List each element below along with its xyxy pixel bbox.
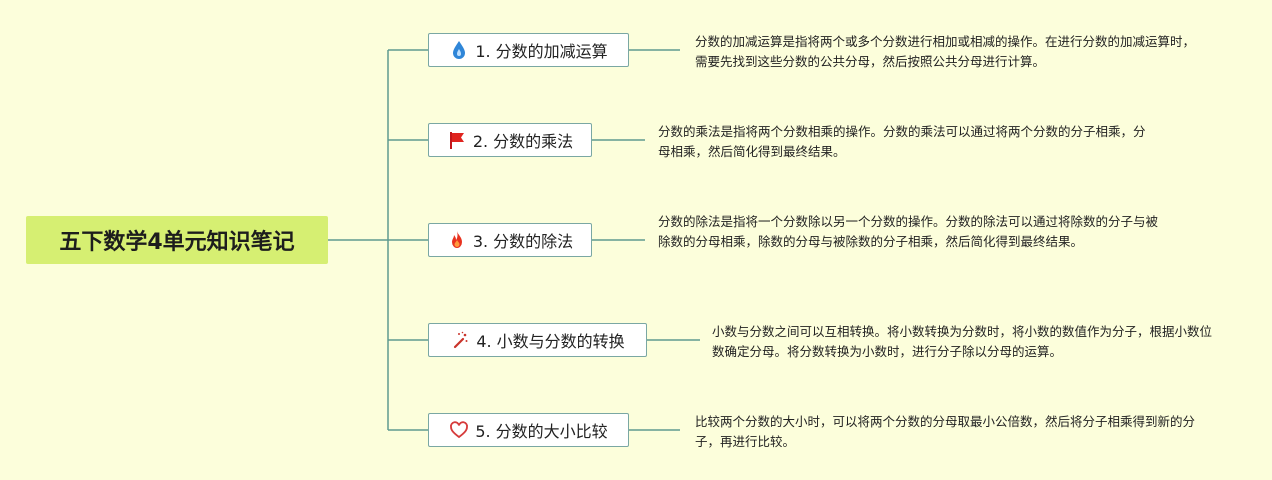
branch-label-1: 1. 分数的加减运算 [475, 42, 608, 61]
droplet-flame-icon [449, 40, 469, 60]
branch-label-5: 5. 分数的大小比较 [475, 422, 608, 441]
branch-note-5: 比较两个分数的大小时，可以将两个分数的分母取最小公倍数，然后将分子相乘得到新的分… [695, 414, 1196, 449]
branch-node-3[interactable]: 3. 分数的除法 [428, 223, 592, 257]
root-title: 五下数学4单元知识笔记 [59, 230, 295, 255]
magic-wand-icon [450, 330, 470, 350]
branch-node-5[interactable]: 5. 分数的大小比较 [428, 413, 629, 447]
branch-note-2: 分数的乘法是指将两个分数相乘的操作。分数的乘法可以通过将两个分数的分子相乘，分母… [658, 124, 1146, 159]
fire-icon [447, 230, 467, 250]
branch-node-2[interactable]: 2. 分数的乘法 [428, 123, 592, 157]
branch-node-1[interactable]: 1. 分数的加减运算 [428, 33, 629, 67]
heart-icon [449, 420, 469, 440]
root-topic[interactable]: 五下数学4单元知识笔记 [26, 216, 328, 264]
branch-node-4[interactable]: 4. 小数与分数的转换 [428, 323, 647, 357]
red-flag-icon [447, 130, 467, 150]
branch-label-3: 3. 分数的除法 [472, 232, 574, 251]
branch-note-3: 分数的除法是指将一个分数除以另一个分数的操作。分数的除法可以通过将除数的分子与被… [658, 214, 1159, 249]
branch-label-4: 4. 小数与分数的转换 [476, 332, 625, 351]
branch-note-1: 分数的加减运算是指将两个或多个分数进行相加或相减的操作。在进行分数的加减运算时，… [695, 34, 1196, 69]
branch-note-4: 小数与分数之间可以互相转换。将小数转换为分数时，将小数的数值作为分子，根据小数位… [712, 324, 1213, 359]
branch-label-2: 2. 分数的乘法 [472, 132, 574, 151]
